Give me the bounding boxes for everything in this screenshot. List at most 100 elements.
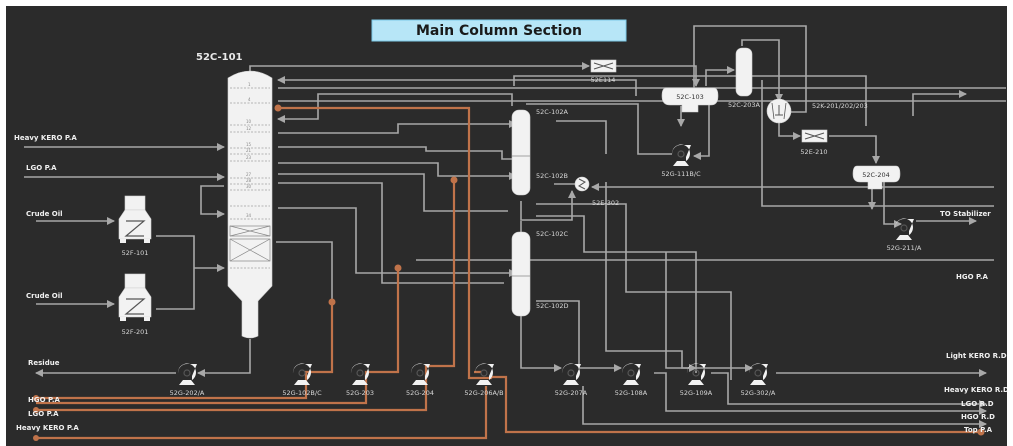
- hgo-pa-out-label: HGO P.A: [28, 396, 60, 404]
- pump-body-icon: [561, 363, 581, 380]
- hgo-pa-line-hl: [36, 302, 334, 400]
- heater-52f-201[interactable]: [118, 273, 152, 321]
- main-column-label: 52C-101: [196, 52, 243, 63]
- pump-52g-206a-b[interactable]: [474, 363, 494, 385]
- pump-52g-211-a[interactable]: [894, 218, 914, 240]
- compressor-52k[interactable]: [766, 98, 792, 124]
- pump-impeller-icon: [356, 369, 364, 377]
- heater-52f-101[interactable]: [118, 195, 152, 243]
- 302-feed: [665, 252, 753, 372]
- pump-body-icon: [894, 218, 914, 235]
- pump-label: 52G-206A/B: [464, 389, 503, 397]
- pump-label: 52G-211/A: [887, 244, 922, 252]
- drum-52c-203a-label: 52C-203A: [728, 101, 761, 109]
- exchanger-52e-210-label: 52E-210: [800, 148, 827, 156]
- process-flow-diagram: Main Column Section: [6, 6, 1007, 446]
- 210-to-204: [829, 135, 880, 164]
- pump-52g-111b-c[interactable]: [671, 144, 691, 166]
- diagram-svg: Main Column Section: [14, 19, 1007, 441]
- exchanger-52e114[interactable]: [590, 59, 617, 73]
- pump-impeller-icon: [298, 369, 306, 377]
- pump-52g-109a[interactable]: [686, 363, 706, 385]
- heavy-kero-pa-out-label: Heavy KERO P.A: [16, 424, 79, 432]
- pump-label: 52G-202/A: [170, 389, 205, 397]
- pump-52g-204[interactable]: [410, 363, 430, 385]
- 109-feed: [605, 182, 697, 372]
- line-g: [278, 162, 517, 180]
- svg-text:12: 12: [246, 126, 252, 131]
- pump-body-icon: [748, 363, 768, 380]
- pump-body-icon: [177, 363, 197, 380]
- steam-loop: [200, 185, 225, 218]
- 204-to-211: [883, 179, 902, 228]
- crude-oil-1-label: Crude Oil: [26, 210, 63, 218]
- pump-base-icon: [896, 235, 912, 240]
- drum-52c-204[interactable]: [852, 165, 901, 190]
- heater-52f-201-label: 52F-201: [122, 328, 149, 336]
- pump-impeller-icon: [754, 369, 762, 377]
- exchanger-52e-210[interactable]: [801, 129, 828, 143]
- tap-point: [394, 264, 402, 272]
- to-stabilizer-label: TO Stabilizer: [940, 210, 991, 218]
- pump-52g-203[interactable]: [350, 363, 370, 385]
- heavy-kero-pa-return: [36, 370, 488, 440]
- pump-base-icon: [294, 380, 310, 385]
- drum-52c-103[interactable]: [661, 87, 719, 113]
- title-banner: Main Column Section: [371, 19, 627, 42]
- line-102d-bottom: [520, 316, 562, 372]
- line-f: [278, 146, 524, 160]
- tap-point: [977, 428, 985, 436]
- line-102d-out: [536, 300, 622, 372]
- pump-base-icon: [476, 380, 492, 385]
- pump-52g-302-a[interactable]: [748, 363, 768, 385]
- heavy-kero-pa-line: [36, 180, 456, 412]
- drum-52c-203a[interactable]: [735, 47, 753, 97]
- hgo-pa-return: [761, 80, 994, 207]
- hgo-rd-pipe: [582, 386, 987, 428]
- line-102b-bottom: [536, 203, 732, 380]
- pump-body-icon: [410, 363, 430, 380]
- stripper-102a-label: 52C-102A: [536, 108, 569, 116]
- process-pipes: [24, 25, 1006, 428]
- svg-text:4: 4: [248, 97, 251, 102]
- pump-52g-202-a[interactable]: [177, 363, 197, 385]
- stripper-52c-102a-b[interactable]: [511, 109, 531, 196]
- stripper-52c-102c-d[interactable]: [511, 231, 531, 317]
- pump-label: 52G-204: [406, 389, 434, 397]
- pump-52g-108a[interactable]: [621, 363, 641, 385]
- exchanger-52e-302[interactable]: [574, 176, 590, 192]
- 111-discharge: [526, 103, 672, 155]
- pump-52g-102b-c[interactable]: [292, 363, 312, 385]
- svg-text:21: 21: [246, 148, 252, 153]
- svg-text:28: 28: [246, 178, 252, 183]
- compressor-recycle: [693, 25, 807, 113]
- pump-base-icon: [750, 380, 766, 385]
- overhead-to-drum-pipe: [616, 65, 700, 87]
- pump-label: 52G-111B/C: [661, 170, 701, 178]
- hgo-pa-label: HGO P.A: [956, 273, 988, 281]
- pump-base-icon: [623, 380, 639, 385]
- pump-52g-207a[interactable]: [561, 363, 581, 385]
- pump-impeller-icon: [677, 150, 685, 158]
- lgo-rd-label: LGO R.D: [961, 400, 994, 408]
- line-102b-b2: [536, 215, 697, 373]
- page-title: Main Column Section: [416, 23, 582, 39]
- pump-impeller-icon: [692, 369, 700, 377]
- top-pa-label: Top P.A: [964, 426, 993, 434]
- line-102a-top: [513, 75, 867, 126]
- pump-body-icon: [621, 363, 641, 380]
- 103-recycle: [693, 98, 710, 160]
- column-trays: [230, 87, 270, 269]
- heavy-kero-rd-label: Heavy KERO R.D: [944, 386, 1007, 394]
- main-column-52c-101[interactable]: 1 4 10 12 15 21 23 27 28 30 34: [227, 70, 273, 339]
- tap-point: [274, 104, 282, 112]
- hgo-rd-label: HGO R.D: [961, 413, 995, 421]
- line-k: [276, 241, 333, 308]
- pump-base-icon: [673, 161, 689, 166]
- pump-label: 52G-203: [346, 389, 374, 397]
- exchanger-52e-302-label: 52E-302: [592, 199, 619, 207]
- compressor-to-210: [778, 121, 801, 140]
- pump-impeller-icon: [183, 369, 191, 377]
- residue-label: Residue: [28, 359, 60, 367]
- pump-impeller-icon: [480, 369, 488, 377]
